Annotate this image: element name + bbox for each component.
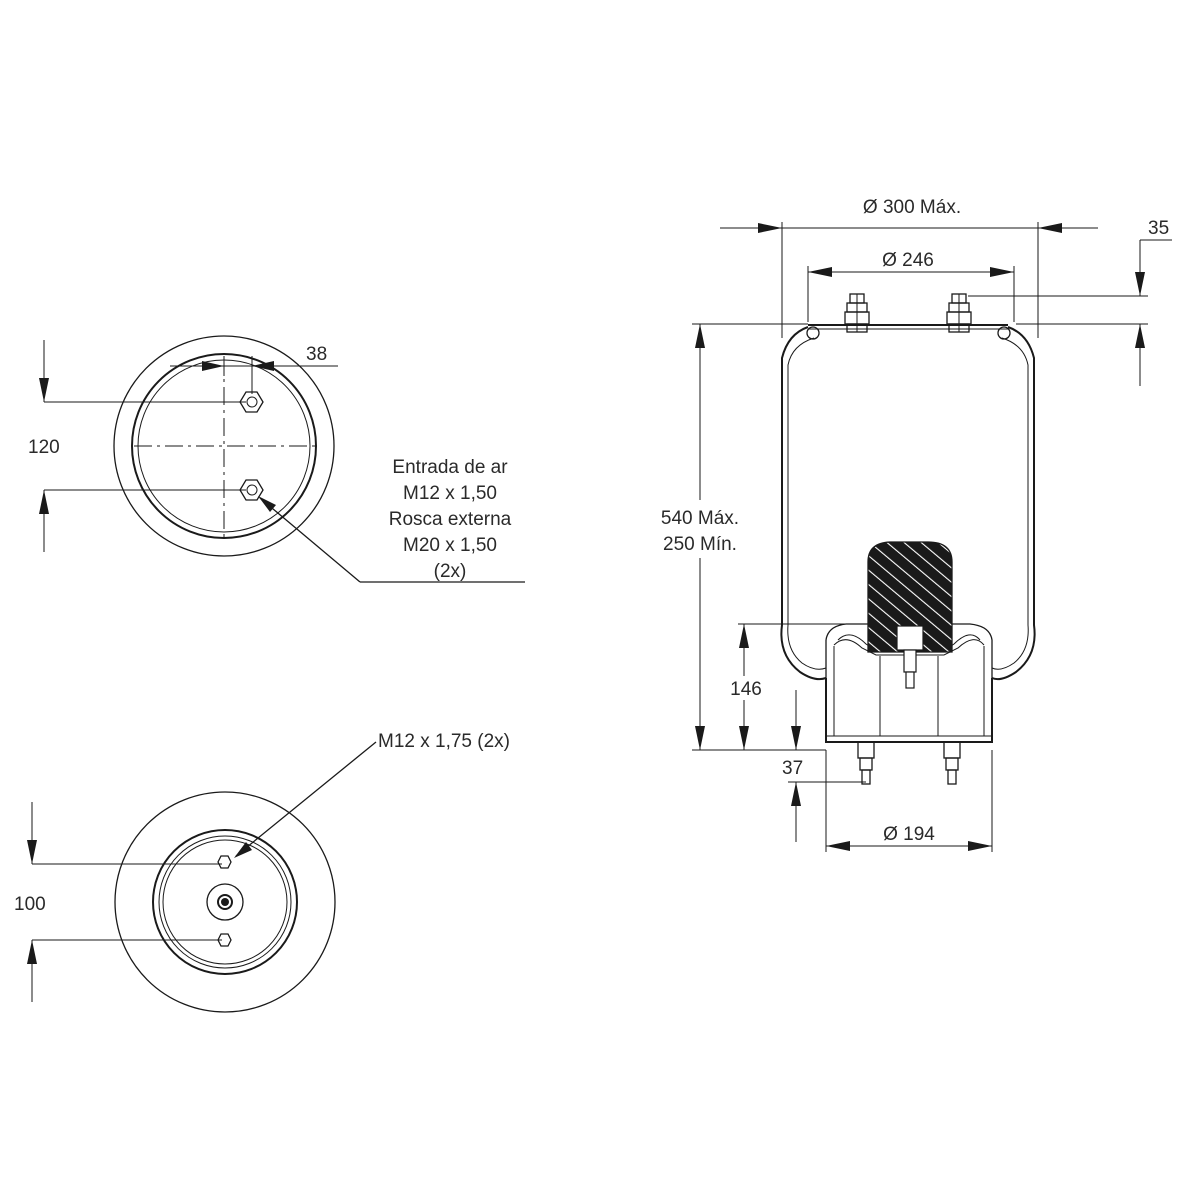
dim-plate-diameter-label: Ø 246 (882, 250, 934, 271)
dim-100-label: 100 (14, 894, 46, 915)
side-view: Ø 300 Máx. Ø 246 35 540 Máx. 250 Mín. 14… (648, 197, 1172, 852)
bottom-view: 100 M12 x 1,75 (2x) (14, 731, 510, 1013)
dim-height-max-label: 540 Máx. (661, 508, 739, 529)
dim-120-label: 120 (28, 437, 60, 458)
dim-bottom-stud-label: 37 (782, 758, 803, 779)
dim-height-min-label: 250 Mín. (663, 534, 737, 555)
dim-outer-diameter-label: Ø 300 Máx. (863, 197, 961, 218)
dim-38-label: 38 (306, 344, 327, 365)
bottom-stud-callout: M12 x 1,75 (2x) (378, 731, 510, 752)
dim-stud-label: 35 (1148, 218, 1169, 239)
bottom-stud-left (857, 741, 875, 785)
air-inlet-callout: Entrada de ar M12 x 1,50 Rosca externa M… (389, 457, 512, 582)
svg-text:M20 x 1,50: M20 x 1,50 (403, 535, 497, 556)
svg-text:M12 x 1,50: M12 x 1,50 (403, 483, 497, 504)
bottom-stud-right (943, 741, 961, 785)
dim-piston-diameter-label: Ø 194 (883, 824, 935, 845)
svg-text:Entrada de ar: Entrada de ar (392, 457, 508, 478)
top-stud-right (946, 293, 972, 333)
top-view: 120 38 (28, 335, 525, 583)
dim-piston-height-label: 146 (730, 679, 762, 700)
top-stud-left (844, 293, 870, 333)
svg-text:(2x): (2x) (434, 561, 467, 582)
svg-text:Rosca externa: Rosca externa (389, 509, 512, 530)
bumper-section (867, 541, 953, 653)
